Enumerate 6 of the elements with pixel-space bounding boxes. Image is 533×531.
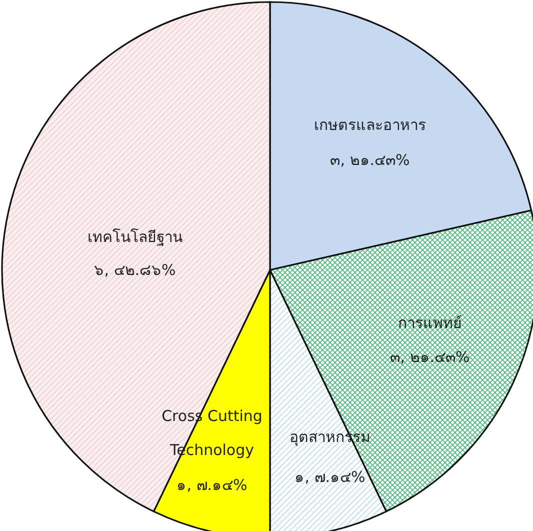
value-label: ๓, ๒๑.๔๓% (330, 150, 410, 171)
value-label: ๑, ๗.๑๔% (294, 467, 366, 488)
slice-label: เกษตรและอาหาร (314, 115, 426, 136)
slice-label: เทคโนโลยีฐาน (88, 227, 182, 248)
value-label: ๖, ๔๒.๘๖% (94, 260, 176, 281)
value-label: ๑, ๗.๑๔% (176, 475, 248, 496)
